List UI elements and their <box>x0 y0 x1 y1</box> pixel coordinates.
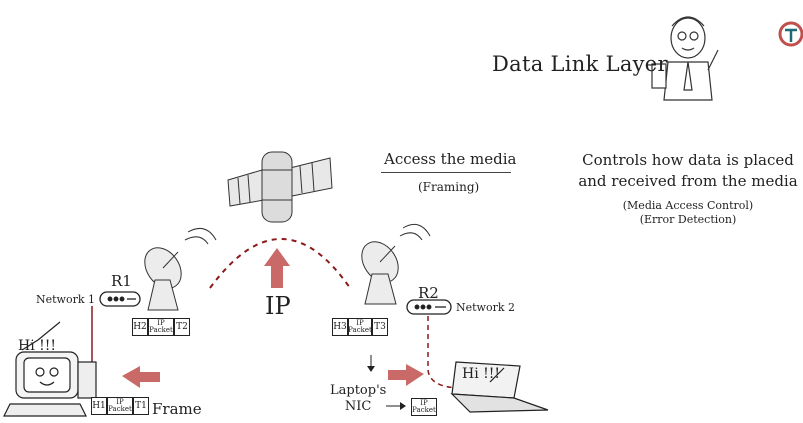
network-1-label: Network 1 <box>36 293 96 306</box>
router-icon <box>406 299 452 315</box>
laptop-speech: Hi !!! <box>462 366 501 382</box>
access-subtitle: (Framing) <box>418 180 480 194</box>
packet-label: IP <box>356 319 364 327</box>
frame-trailer: T3 <box>372 318 388 336</box>
ip-label: IP <box>265 292 291 320</box>
frame-header: H1 <box>91 397 107 415</box>
nic-label-line-1: Laptop's <box>330 383 387 398</box>
packet-label: IP <box>116 398 124 406</box>
frame-trailer: T1 <box>133 397 149 415</box>
router-r1-label: R1 <box>111 272 132 290</box>
dish-antenna-icon <box>144 227 217 311</box>
packet-label: IP <box>157 319 165 327</box>
controls-notes: (Media Access Control) (Error Detection) <box>578 199 798 227</box>
controls-line-2: and received from the media <box>578 172 798 190</box>
arrow-left-icon <box>122 366 160 388</box>
frame-trailer: T2 <box>174 318 190 336</box>
controls-line-1: Controls how data is placed <box>582 151 794 169</box>
presenter-cartoon-icon <box>651 16 719 101</box>
page-title: Data Link Layer <box>492 52 668 76</box>
laptop-icon <box>450 361 549 413</box>
error-detection-note: (Error Detection) <box>639 213 737 226</box>
packet-label-2: Packet <box>149 326 173 334</box>
mac-note: (Media Access Control) <box>622 199 754 212</box>
network-2-label: Network 2 <box>456 301 516 314</box>
controls-text: Controls how data is placed and received… <box>578 150 798 192</box>
logo-icon <box>778 21 803 47</box>
satellite-icon <box>227 151 333 223</box>
arrow-right-icon <box>388 364 424 386</box>
arrow-up-icon <box>264 248 290 288</box>
frame-label: Frame <box>152 400 202 418</box>
access-heading: Access the media <box>384 150 517 168</box>
router-icon <box>99 291 141 307</box>
packet-label: IP <box>420 399 428 407</box>
access-underline <box>381 172 511 173</box>
desktop-computer-icon <box>3 351 97 417</box>
dish-antenna-icon <box>361 223 431 305</box>
frame-header: H2 <box>132 318 148 336</box>
packet-label-2: Packet <box>348 326 372 334</box>
pc-speech: Hi !!! <box>18 338 57 354</box>
packet-label-2: Packet <box>412 406 436 414</box>
packet-label-2: Packet <box>108 405 132 413</box>
nic-label-line-2: NIC <box>344 399 372 414</box>
nic-label: Laptop's NIC <box>330 383 386 415</box>
router-r2-label: R2 <box>418 284 439 302</box>
frame-header: H3 <box>332 318 348 336</box>
